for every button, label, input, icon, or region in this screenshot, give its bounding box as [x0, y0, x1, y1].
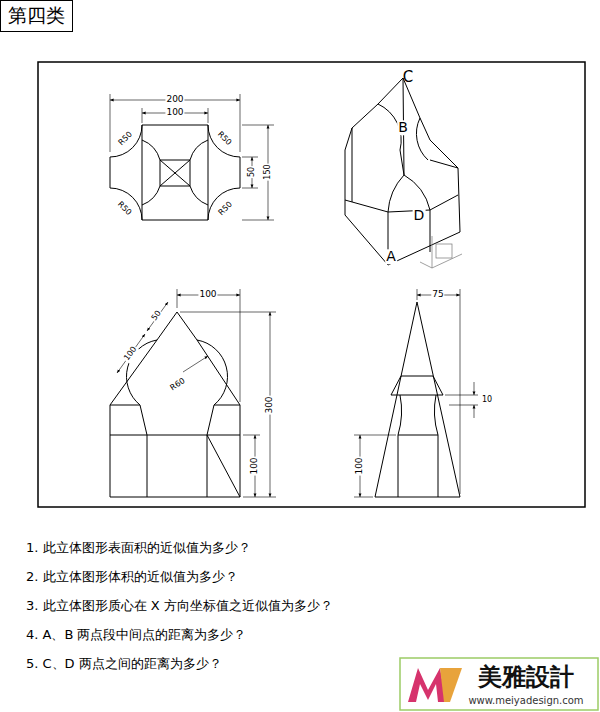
- point-label: C: [403, 69, 413, 86]
- dimension-value: 100: [250, 456, 260, 475]
- radius-label: R60: [168, 376, 188, 393]
- dimension-value: 50: [248, 166, 257, 178]
- front-view: [110, 289, 276, 497]
- dimension-value: 100: [122, 344, 139, 363]
- dimension-value: 10: [481, 396, 493, 405]
- dimension-value: 100: [198, 290, 217, 300]
- question-text: 5. C、D 两点之间的距离为多少？: [26, 657, 222, 671]
- watermark-text: 美雅設計: [478, 664, 574, 690]
- dimension-value: 300: [265, 395, 275, 414]
- question-text: 4. A、B 两点段中间点的距离为多少？: [26, 628, 246, 642]
- dimension-value: 100: [165, 108, 184, 118]
- header-text: 第四类: [8, 3, 65, 29]
- dimension-value: 150: [264, 163, 273, 180]
- side-view: [354, 289, 478, 497]
- dimension-value: 100: [355, 456, 365, 475]
- point-label: D: [413, 208, 426, 223]
- question-text: 1. 此立体图形表面积的近似值为多少？: [26, 541, 251, 555]
- isometric-view: [345, 78, 462, 268]
- radius-label: R50: [115, 200, 134, 219]
- watermark-url: www.meiyadesign.com: [468, 695, 583, 706]
- radius-label: R50: [217, 200, 236, 219]
- top-view: [110, 94, 274, 220]
- dimension-value: 200: [165, 95, 184, 105]
- radius-label: R50: [117, 130, 136, 149]
- category-header-box: 第四类: [0, 0, 73, 32]
- point-label: A: [385, 249, 397, 264]
- question-text: 3. 此立体图形质心在 X 方向坐标值之近似值为多少？: [26, 599, 333, 613]
- dimension-value: 75: [431, 290, 444, 300]
- question-text: 2. 此立体图形体积的近似值为多少？: [26, 570, 238, 584]
- drawing-frame: [38, 62, 585, 507]
- point-label: B: [397, 120, 409, 135]
- radius-label: R50: [215, 130, 234, 149]
- watermark-box: [400, 658, 598, 710]
